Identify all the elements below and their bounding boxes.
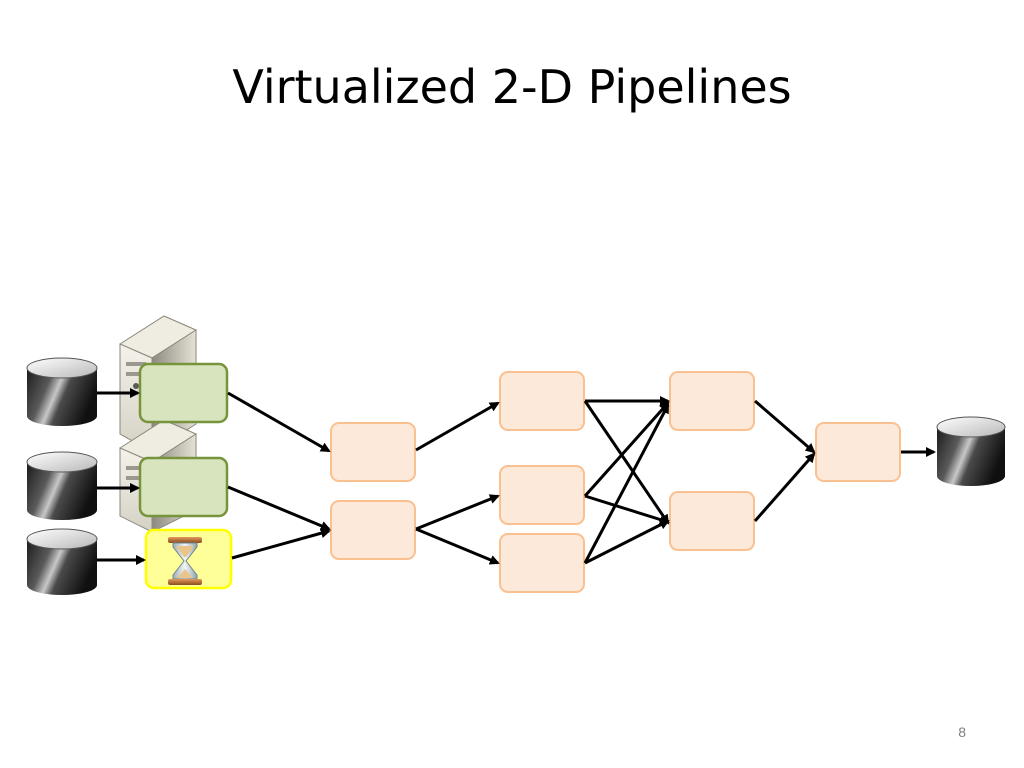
pipeline-stage-box <box>669 491 755 551</box>
database-icon <box>936 416 1006 486</box>
waiting-worker-box <box>144 528 233 590</box>
flow-arrow <box>415 527 500 565</box>
flow-arrow <box>415 401 500 452</box>
flow-arrow <box>583 403 670 564</box>
pipeline-stage-box <box>499 371 585 431</box>
database-icon <box>26 357 98 426</box>
database-icon <box>26 528 98 595</box>
flow-arrow <box>227 391 331 453</box>
pipeline-stage-box <box>330 422 416 482</box>
flow-arrow <box>583 401 670 497</box>
active-worker-box <box>138 362 229 424</box>
pipeline-stage-box <box>330 500 416 560</box>
flow-arrow <box>584 519 670 565</box>
flow-arrow <box>584 494 670 525</box>
slide-title: Virtualized 2-D Pipelines <box>232 60 792 114</box>
flow-arrow <box>231 528 331 560</box>
active-worker-box <box>138 456 229 518</box>
pipeline-stage-box <box>499 465 585 525</box>
flow-arrow <box>583 400 670 525</box>
flow-arrow <box>754 399 816 454</box>
page-number: 8 <box>958 724 966 740</box>
pipeline-stage-box <box>669 371 755 431</box>
flow-arrow <box>227 485 331 531</box>
flow-arrow <box>753 452 816 522</box>
flow-arrow <box>415 494 500 531</box>
database-icon <box>26 451 98 520</box>
pipeline-stage-box <box>815 422 901 482</box>
hourglass-icon <box>168 537 202 585</box>
pipeline-stage-box <box>499 533 585 593</box>
